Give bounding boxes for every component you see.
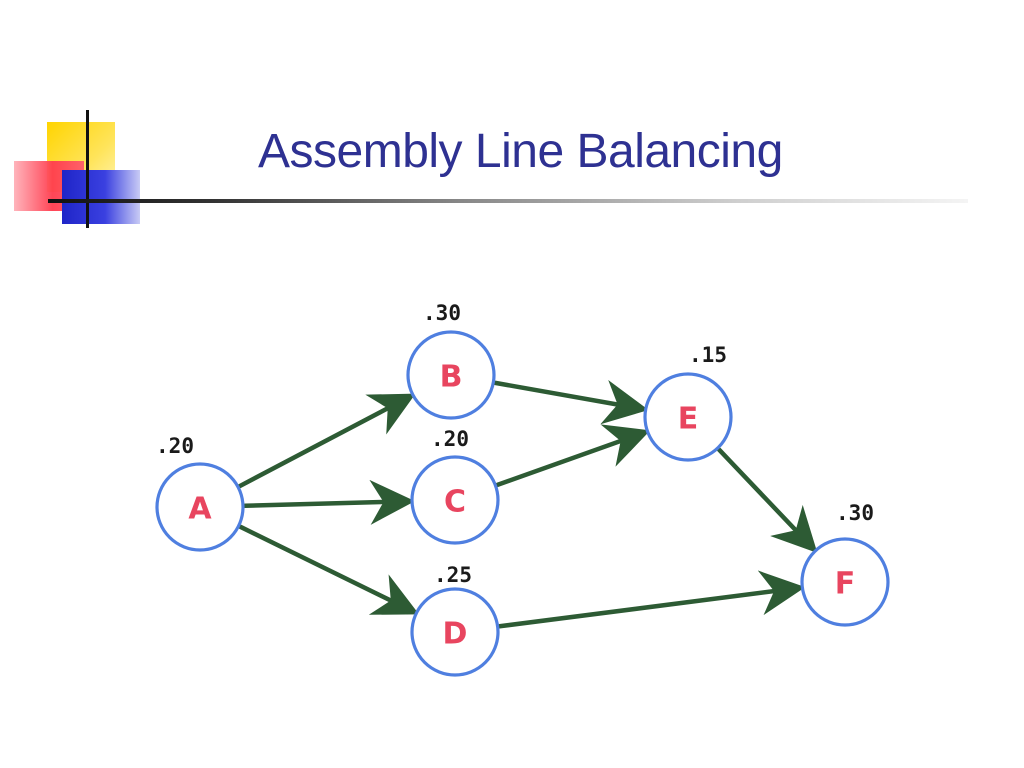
edge-e-f — [716, 447, 818, 554]
node-a-time: .20 — [156, 434, 194, 458]
node-e-circle — [643, 372, 733, 462]
node-c: C .20 — [410, 427, 500, 545]
node-c-label: C — [444, 485, 466, 520]
node-d-label: D — [443, 617, 468, 652]
edge-c-e — [495, 424, 651, 488]
edge-a-c — [242, 479, 416, 525]
node-b-time: .30 — [423, 301, 461, 325]
node-e: E .15 — [643, 343, 733, 462]
logo-vertical-line — [86, 110, 89, 228]
node-c-circle — [410, 455, 500, 545]
node-a: A .20 — [155, 434, 245, 552]
node-a-label: A — [188, 492, 212, 527]
node-f: F .30 — [800, 501, 890, 627]
node-d-time: .25 — [434, 563, 472, 587]
node-d-circle — [410, 587, 500, 677]
node-b-circle — [406, 330, 496, 420]
title-underline — [48, 199, 968, 203]
edge-b-e — [493, 380, 649, 425]
node-f-time: .30 — [836, 501, 874, 525]
edge-d-f — [497, 570, 806, 629]
node-a-circle — [155, 462, 245, 552]
edge-a-d — [238, 524, 420, 615]
edge-a-b — [237, 393, 416, 489]
node-e-label: E — [678, 402, 699, 437]
node-b-label: B — [440, 360, 463, 395]
logo-blue-square — [62, 170, 140, 224]
node-d: D .25 — [410, 563, 500, 677]
node-b: B .30 — [406, 301, 496, 420]
node-f-circle — [800, 537, 890, 627]
node-e-time: .15 — [689, 343, 727, 367]
node-c-time: .20 — [431, 427, 469, 451]
node-f-label: F — [835, 567, 856, 602]
slide-title: Assembly Line Balancing — [258, 125, 783, 178]
